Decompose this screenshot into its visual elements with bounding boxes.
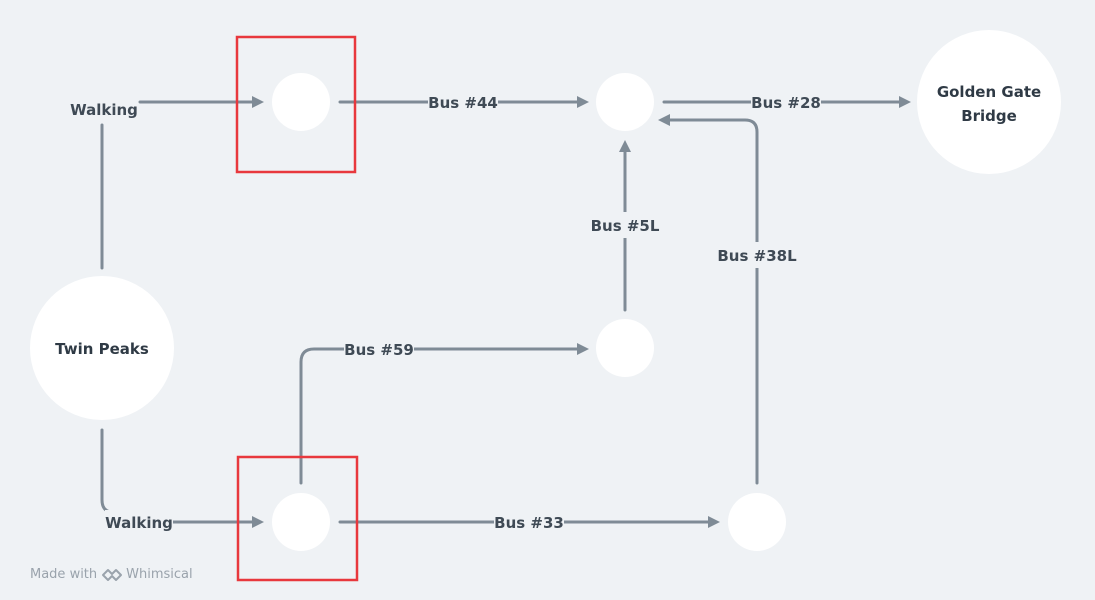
node-stop-top-middle[interactable] bbox=[596, 73, 654, 131]
arrowhead-walking-top bbox=[252, 96, 264, 108]
arrowhead-bus33 bbox=[708, 516, 720, 528]
edge-bus59 bbox=[299, 347, 579, 485]
label-walking-bottom: Walking bbox=[105, 514, 173, 532]
node-golden-gate-label-line2: Bridge bbox=[961, 107, 1017, 125]
label-walking-top: Walking bbox=[70, 101, 138, 119]
footer-made-with-text: Made with bbox=[30, 567, 98, 582]
node-twin-peaks-label: Twin Peaks bbox=[55, 340, 149, 358]
node-stop-middle-right[interactable] bbox=[596, 319, 654, 377]
node-stop-bottom-right[interactable] bbox=[728, 493, 786, 551]
arrowhead-bus28 bbox=[899, 96, 911, 108]
node-stop-bottom-left[interactable] bbox=[272, 493, 330, 551]
arrowhead-bus44 bbox=[577, 96, 589, 108]
footer-brand[interactable]: Whimsical bbox=[101, 567, 193, 582]
label-bus44: Bus #44 bbox=[428, 94, 498, 112]
label-bus38l: Bus #38L bbox=[717, 247, 797, 265]
edge-walking-bottom bbox=[100, 428, 112, 514]
footer-brand-text: Whimsical bbox=[126, 567, 193, 582]
whimsical-logo-icon bbox=[102, 568, 123, 581]
arrowhead-bus5l bbox=[619, 140, 631, 152]
node-twin-peaks[interactable] bbox=[30, 276, 174, 420]
node-golden-gate-label-line1: Golden Gate bbox=[937, 83, 1041, 101]
label-bus5l: Bus #5L bbox=[591, 217, 660, 235]
arrowhead-bus59 bbox=[577, 343, 589, 355]
highlight-box-top bbox=[235, 35, 357, 174]
node-golden-gate-bridge[interactable] bbox=[917, 30, 1061, 174]
node-stop-top-left[interactable] bbox=[272, 73, 330, 131]
label-bus28: Bus #28 bbox=[751, 94, 821, 112]
edge-bus38l bbox=[668, 118, 759, 485]
made-with-whimsical-footer[interactable]: Made with Whimsical bbox=[30, 567, 193, 582]
arrowhead-walking-bottom bbox=[252, 516, 264, 528]
label-bus33: Bus #33 bbox=[494, 514, 564, 532]
highlight-box-bottom bbox=[236, 455, 359, 582]
arrowhead-bus38l bbox=[658, 114, 670, 126]
label-bus59: Bus #59 bbox=[344, 341, 414, 359]
